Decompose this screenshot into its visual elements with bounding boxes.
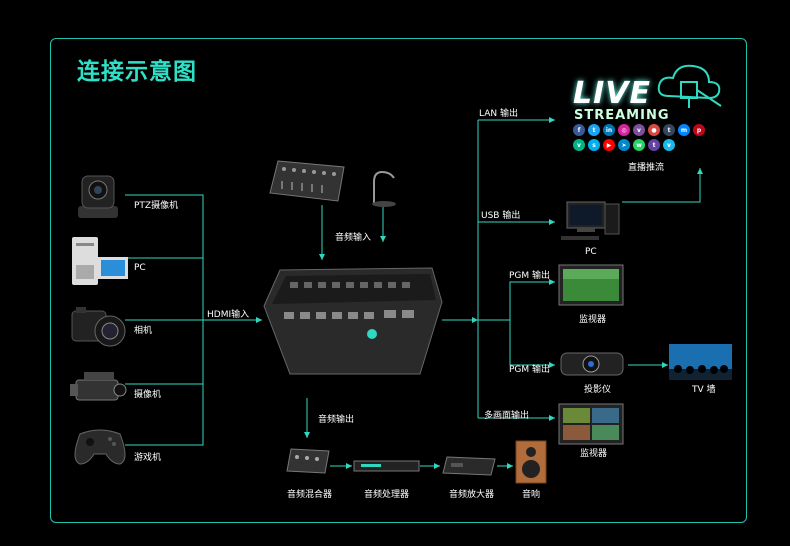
label-pgm-output-1: PGM 输出 — [509, 271, 551, 281]
label-audio-amplifier: 音频放大器 — [449, 490, 495, 500]
linkedin-icon: in — [603, 124, 615, 136]
twitter-icon: t — [588, 124, 600, 136]
audio-processor-icon — [353, 460, 420, 472]
monitor-icon-1 — [558, 264, 624, 306]
facebook-icon: f — [573, 124, 585, 136]
label-audio-input: 音频输入 — [335, 233, 372, 243]
desktop-pc-icon — [561, 201, 620, 240]
label-audio-processor: 音频处理器 — [364, 490, 410, 500]
audio-mixer-icon — [286, 448, 330, 474]
audio-amplifier-icon — [442, 456, 496, 476]
whatsapp-icon: w — [633, 139, 645, 151]
skype-icon: s — [588, 139, 600, 151]
periscope-icon: ● — [648, 124, 660, 136]
diagram-frame — [50, 38, 747, 523]
camcorder-icon — [70, 372, 127, 401]
page-title: 连接示意图 — [77, 59, 197, 85]
label-audio-output: 音频输出 — [318, 415, 355, 425]
youtube-icon: ▶ — [603, 139, 615, 151]
telegram-icon: ➤ — [618, 139, 630, 151]
label-speaker: 音响 — [522, 490, 541, 500]
label-usb-output: USB 输出 — [481, 211, 521, 221]
monitor-icon-2 — [558, 403, 624, 445]
label-camcorder: 摄像机 — [134, 390, 162, 400]
label-camera: 相机 — [134, 326, 153, 336]
label-gamepad: 游戏机 — [134, 453, 162, 463]
label-monitor-2: 监视器 — [580, 449, 608, 459]
label-multiview-output: 多画面输出 — [484, 411, 530, 421]
label-projector: 投影仪 — [584, 385, 612, 395]
label-ptz-camera: PTZ摄像机 — [134, 201, 179, 211]
label-lan-output: LAN 输出 — [479, 109, 518, 119]
messenger-icon: m — [678, 124, 690, 136]
label-audio-mixer: 音频混合器 — [287, 490, 333, 500]
gamepad-icon — [74, 429, 126, 465]
video-switcher-icon — [263, 267, 443, 375]
tumblr-icon: t — [663, 124, 675, 136]
label-tv-wall: TV 墙 — [692, 385, 716, 395]
pc-icon — [72, 237, 128, 285]
vimeo-icon: v — [663, 139, 675, 151]
projector-icon — [560, 352, 624, 376]
twitch-icon: t — [648, 139, 660, 151]
label-output-pc: PC — [585, 247, 597, 257]
streaming-logo-text: STREAMING — [574, 108, 670, 123]
ptz-camera-icon — [78, 175, 118, 218]
cloud-network-icon — [657, 64, 722, 108]
label-monitor-1: 监视器 — [579, 315, 607, 325]
label-hdmi-input: HDMI输入 — [207, 310, 250, 320]
label-live-streaming: 直播推流 — [628, 163, 665, 173]
viber-icon: v — [633, 124, 645, 136]
audio-mixer-console-icon — [269, 160, 345, 202]
pinterest-icon: p — [693, 124, 705, 136]
microphone-icon — [372, 170, 396, 207]
live-logo-text: LIVE — [573, 76, 651, 111]
label-pgm-output-2: PGM 输出 — [509, 365, 551, 375]
camera-icon — [71, 307, 126, 347]
speaker-icon — [515, 440, 547, 484]
tv-wall-icon — [669, 344, 732, 380]
social-icon-grid: f t in ◎ v ● t m p v s ▶ ➤ w t v — [573, 124, 709, 151]
vine-icon: v — [573, 139, 585, 151]
instagram-icon: ◎ — [618, 124, 630, 136]
label-pc: PC — [134, 263, 146, 273]
